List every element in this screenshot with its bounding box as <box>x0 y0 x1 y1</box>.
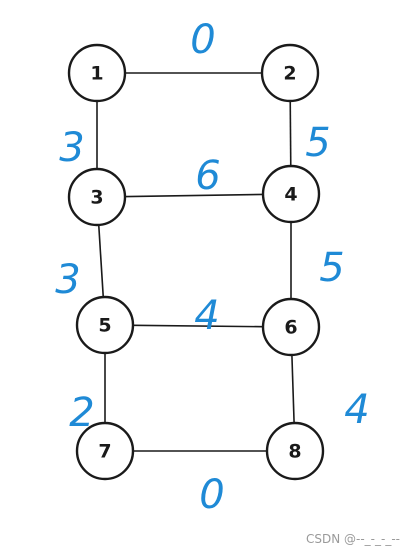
edge-weight-2-4: 5 <box>305 120 330 166</box>
node-8: 8 <box>265 421 325 481</box>
node-label: 3 <box>90 187 103 209</box>
node-5: 5 <box>75 295 135 355</box>
edge-3-5 <box>97 224 105 298</box>
edge-5-6 <box>132 324 264 328</box>
edge-weight-3-4: 6 <box>195 153 220 199</box>
node-circle <box>67 43 127 103</box>
edge-3-4 <box>124 193 264 198</box>
edge-6-8 <box>291 354 295 424</box>
edges-layer <box>96 72 295 452</box>
node-circle <box>265 421 325 481</box>
node-label: 5 <box>98 315 111 337</box>
node-label: 1 <box>90 63 103 85</box>
node-2: 2 <box>260 43 320 103</box>
edge-weight-1-3: 3 <box>59 125 84 171</box>
node-circle <box>260 43 320 103</box>
node-circle <box>261 164 321 224</box>
edge-weight-7-8: 0 <box>199 472 224 518</box>
node-circle <box>75 421 135 481</box>
node-circle <box>75 295 135 355</box>
node-circle <box>261 297 321 357</box>
edge-weight-1-2: 0 <box>190 17 215 63</box>
node-3: 3 <box>67 167 127 227</box>
node-label: 8 <box>288 441 301 463</box>
nodes-layer: 1 2 3 4 5 6 7 8 <box>67 43 325 481</box>
node-7: 7 <box>75 421 135 481</box>
node-label: 2 <box>283 63 296 85</box>
edge-weight-4-6: 5 <box>319 245 344 291</box>
edge-weight-3-5: 3 <box>55 257 80 303</box>
node-4: 4 <box>261 164 321 224</box>
node-6: 6 <box>261 297 321 357</box>
edge-2-4 <box>289 100 292 167</box>
watermark: CSDN @--_-_-_-- <box>305 532 400 546</box>
node-circle <box>67 167 127 227</box>
edge-weight-6-8: 4 <box>344 387 369 433</box>
node-label: 6 <box>284 317 297 339</box>
node-1: 1 <box>67 43 127 103</box>
edge-weight-5-6: 4 <box>194 293 219 339</box>
node-label: 7 <box>98 441 111 463</box>
node-label: 4 <box>284 184 297 206</box>
